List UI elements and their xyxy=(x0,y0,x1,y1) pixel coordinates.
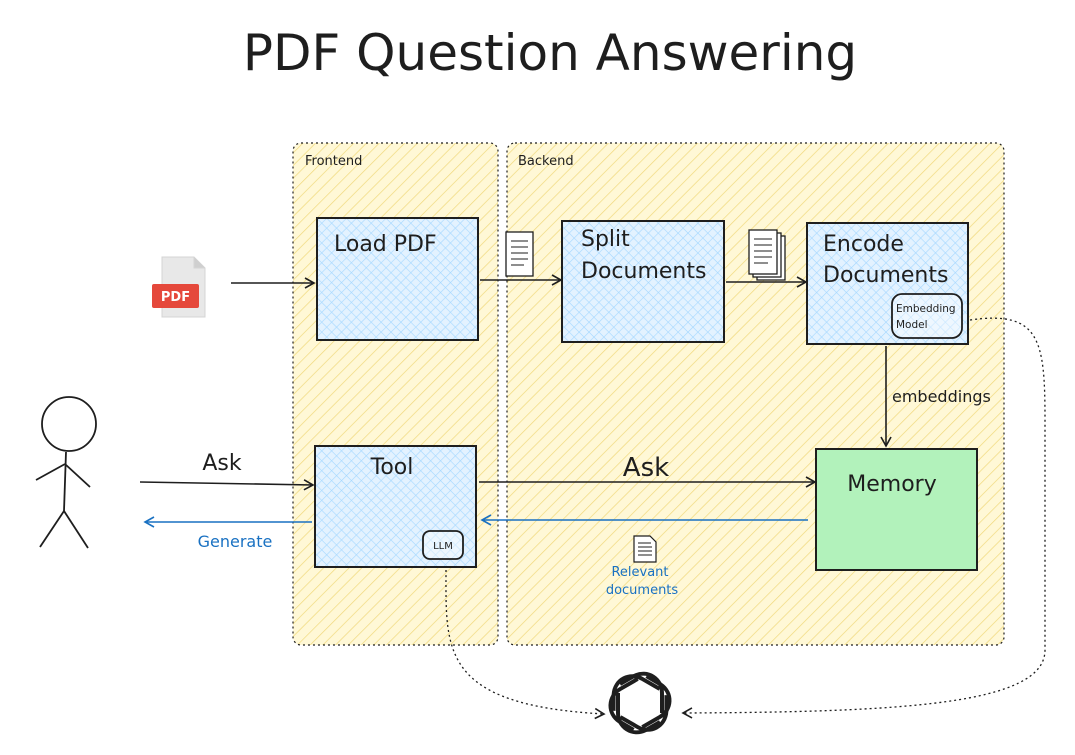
load-pdf-box: Load PDF xyxy=(316,217,479,341)
openai-logo-icon xyxy=(608,671,672,735)
memory-label: Memory xyxy=(847,472,936,497)
tool-box: Tool xyxy=(314,445,477,568)
embeddings-label: embeddings xyxy=(892,387,991,406)
relevant-label-line2: documents xyxy=(606,583,679,598)
encode-label-line2: Documents xyxy=(823,263,948,288)
split-documents-box: Split Documents xyxy=(561,220,725,343)
frontend-zone-label: Frontend xyxy=(305,154,362,169)
pdf-file-label: PDF xyxy=(161,290,190,305)
document-icon xyxy=(505,231,534,277)
pdf-file-icon: PDF xyxy=(152,256,206,318)
backend-zone-label: Backend xyxy=(518,154,574,169)
relevant-document-icon xyxy=(633,535,657,563)
tool-label: Tool xyxy=(370,455,414,480)
embedding-to-openai-connector xyxy=(681,317,1046,719)
llm-box: LLM xyxy=(422,530,464,560)
user-to-tool-arrow xyxy=(139,479,315,491)
embedding-label-line2: Model xyxy=(896,319,928,331)
relevant-label-line1: Relevant xyxy=(611,565,668,580)
split-label-line2: Documents xyxy=(581,259,706,284)
split-label-line1: Split xyxy=(581,227,630,252)
embedding-label-line1: Embedding xyxy=(896,303,956,315)
encode-label-line1: Encode xyxy=(823,232,904,257)
encode-documents-box: Encode Documents xyxy=(806,222,969,345)
stick-figure-icon xyxy=(35,396,97,549)
embedding-model-box: Embedding Model xyxy=(891,293,963,339)
load-pdf-label: Load PDF xyxy=(334,232,437,257)
generate-label: Generate xyxy=(198,532,273,551)
documents-stack-icon xyxy=(748,229,786,281)
memory-box: Memory xyxy=(815,448,978,571)
page-title: PDF Question Answering xyxy=(243,24,857,82)
llm-label: LLM xyxy=(433,541,453,552)
ask-tool-label: Ask xyxy=(623,453,669,483)
ask-user-label: Ask xyxy=(202,451,242,476)
